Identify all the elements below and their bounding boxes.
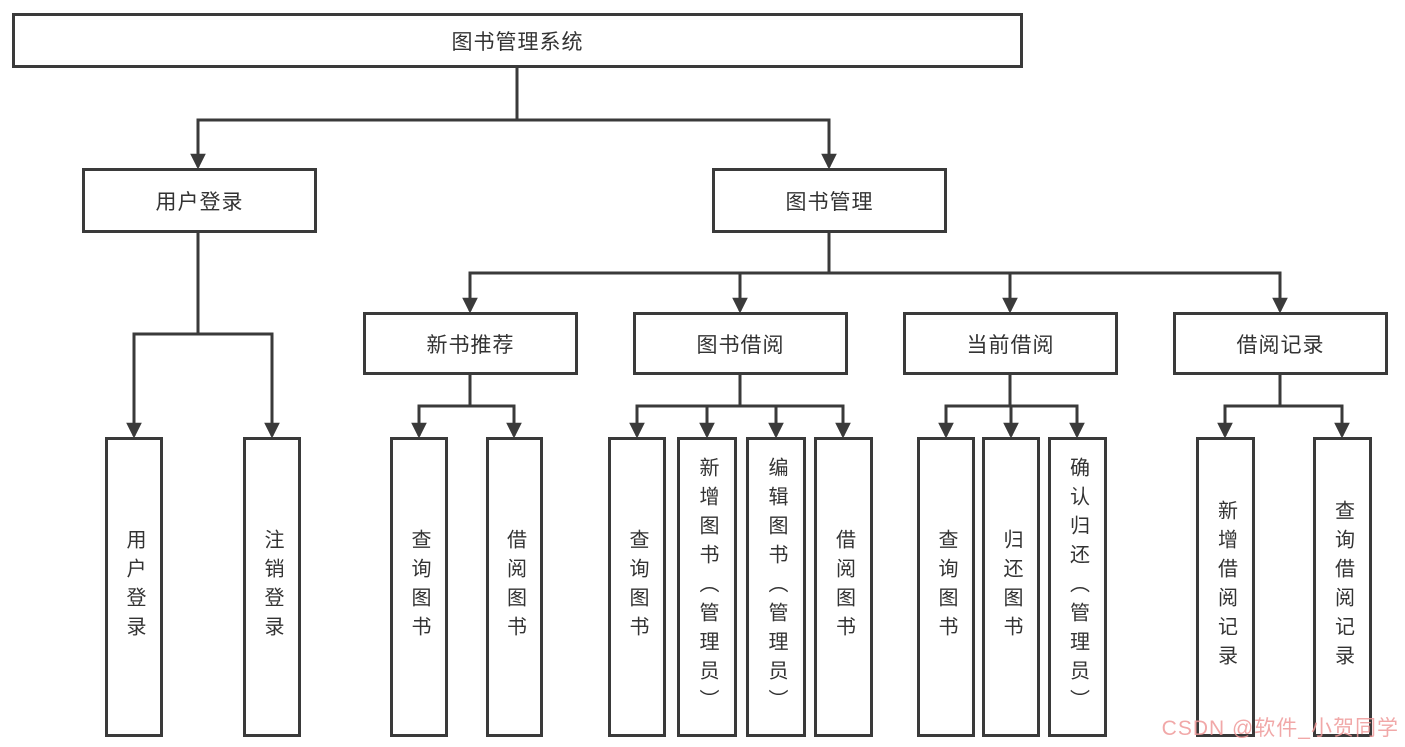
node-label: 当前借阅 — [966, 333, 1055, 357]
node-current-borrow: 当前借阅 — [903, 312, 1118, 375]
leaf-borrow-books-recommend: 借阅图书 — [486, 437, 543, 737]
leaf-add-borrow-record: 新增借阅记录 — [1196, 437, 1255, 737]
leaf-query-books-borrow: 查询图书 — [608, 437, 666, 737]
leaf-label: 用户登录 — [123, 529, 145, 645]
leaf-return-books: 归还图书 — [982, 437, 1040, 737]
leaf-label: 编辑图书（管理员） — [765, 456, 787, 718]
node-library-system-root: 图书管理系统 — [12, 13, 1023, 68]
leaf-label: 新增图书（管理员） — [696, 456, 718, 718]
csdn-watermark: CSDN @软件_小贺同学 — [1161, 717, 1399, 740]
leaf-label: 借阅图书 — [503, 529, 526, 645]
node-label: 图书管理 — [785, 190, 874, 214]
node-book-borrow: 图书借阅 — [633, 312, 848, 375]
leaf-logout: 注销登录 — [243, 437, 301, 737]
node-label: 借阅记录 — [1236, 333, 1325, 357]
leaf-label: 确认归还（管理员） — [1066, 456, 1089, 718]
leaf-label: 新增借阅记录 — [1214, 500, 1237, 674]
leaf-label: 归还图书 — [1000, 529, 1022, 645]
leaf-label: 查询借阅记录 — [1331, 500, 1354, 674]
leaf-query-borrow-record: 查询借阅记录 — [1313, 437, 1372, 737]
node-label: 图书借阅 — [696, 333, 785, 357]
leaf-confirm-return-admin: 确认归还（管理员） — [1048, 437, 1107, 737]
node-book-management: 图书管理 — [712, 168, 947, 233]
leaf-label: 注销登录 — [261, 529, 283, 645]
leaf-label: 查询图书 — [935, 529, 957, 645]
node-label: 新书推荐 — [426, 333, 515, 357]
node-borrow-records: 借阅记录 — [1173, 312, 1388, 375]
leaf-label: 查询图书 — [408, 529, 430, 645]
leaf-user-login: 用户登录 — [105, 437, 163, 737]
leaf-add-books-admin: 新增图书（管理员） — [677, 437, 737, 737]
leaf-query-books-current: 查询图书 — [917, 437, 975, 737]
leaf-borrow-books: 借阅图书 — [814, 437, 873, 737]
node-user-login: 用户登录 — [82, 168, 317, 233]
leaf-edit-books-admin: 编辑图书（管理员） — [746, 437, 806, 737]
node-new-book-recommend: 新书推荐 — [363, 312, 578, 375]
leaf-label: 查询图书 — [626, 529, 648, 645]
node-label: 图书管理系统 — [451, 30, 584, 54]
leaf-label: 借阅图书 — [832, 529, 855, 645]
node-label: 用户登录 — [155, 190, 244, 214]
leaf-query-books-recommend: 查询图书 — [390, 437, 448, 737]
